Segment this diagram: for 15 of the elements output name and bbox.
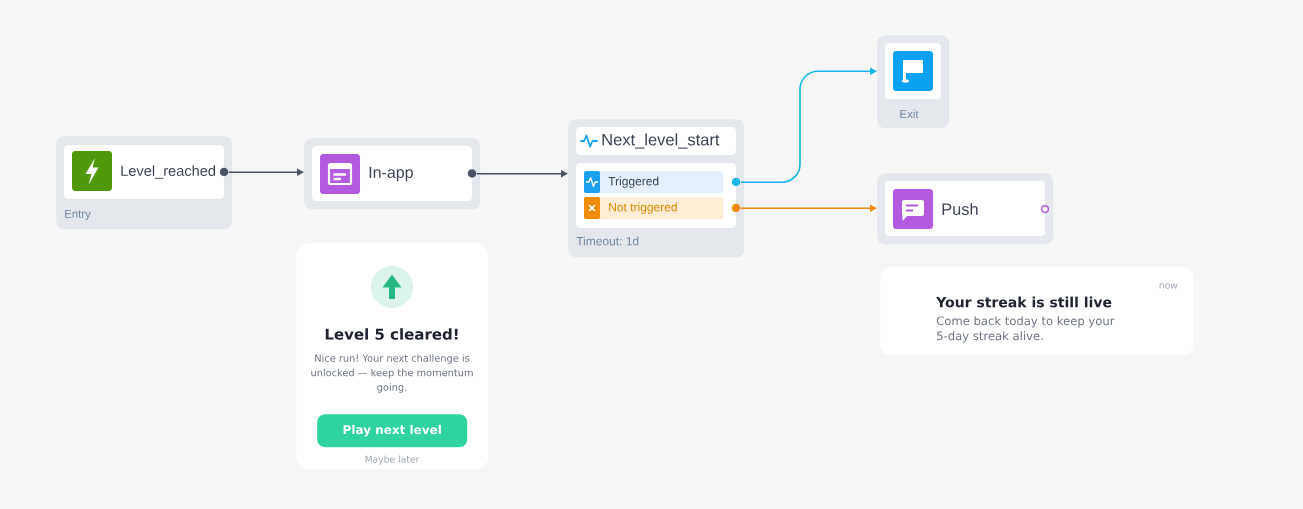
step-label: Level_reached — [121, 165, 216, 179]
step-label: Next_level_start — [602, 133, 720, 149]
step-caption: Timeout: 1d — [576, 236, 639, 246]
step-caption: Entry — [65, 209, 91, 221]
step-label: Push — [942, 203, 978, 215]
arrow — [228, 168, 304, 176]
card-heading: Level 5 cleared! — [325, 328, 458, 340]
timestamp: now — [1159, 283, 1178, 289]
card-body: Nice run! Your next challenge is unlocked — keep the momentum going. — [311, 354, 473, 393]
step-caption: Exit — [900, 109, 919, 119]
notification-body: Come back today to keep your 5-day streak alive. — [936, 316, 1115, 343]
later-link: Maybe later — [365, 455, 420, 465]
step-label: In-app — [369, 166, 413, 182]
notification-title: Your streak is still live — [936, 296, 1112, 308]
play-button: Play next level — [317, 414, 468, 448]
